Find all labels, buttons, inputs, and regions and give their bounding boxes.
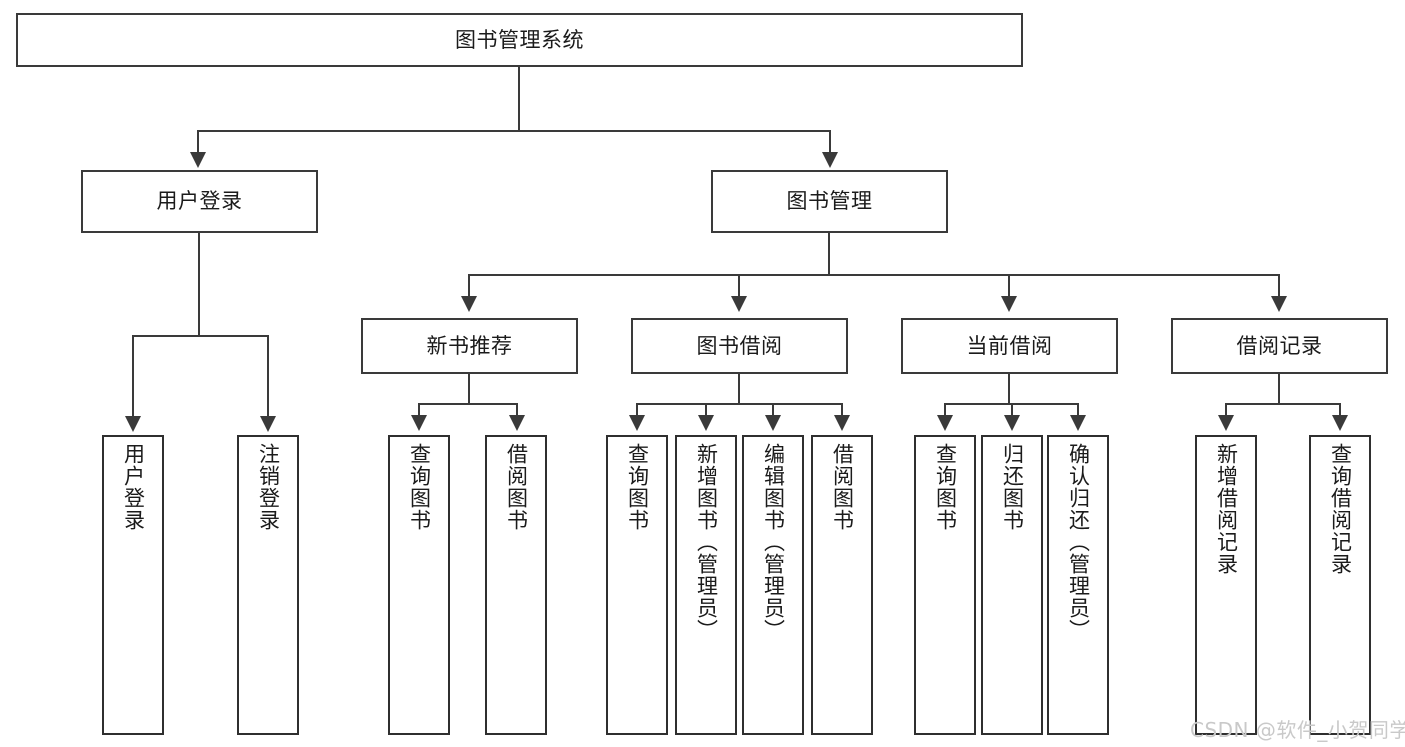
- node-label: 图书借阅: [696, 333, 783, 358]
- edge-nbr-drop-2: [516, 403, 518, 417]
- arrowhead-leaf-confirm-return: [1070, 415, 1086, 431]
- leaf-label: 借阅图书: [830, 443, 855, 531]
- edge-root-bus: [197, 130, 831, 132]
- leaf-label: 查询借阅记录: [1328, 443, 1353, 575]
- edge-root-to-book-management: [829, 130, 831, 154]
- edge-cb-drop-2: [1011, 403, 1013, 417]
- arrowhead-leaf-user-login: [125, 416, 141, 432]
- edge-nbr-drop-1: [418, 403, 420, 417]
- leaf-borrow-book[interactable]: 借阅图书: [811, 435, 873, 735]
- arrowhead-leaf-query-book-cb: [937, 415, 953, 431]
- node-label: 用户登录: [156, 189, 243, 214]
- node-label: 新书推荐: [426, 333, 513, 358]
- node-user-login[interactable]: 用户登录: [81, 170, 318, 233]
- edge-user-login-drop-1: [132, 335, 134, 418]
- node-new-book-recommend[interactable]: 新书推荐: [361, 318, 578, 374]
- leaf-edit-book-admin[interactable]: 编辑图书（管理员）: [742, 435, 804, 735]
- leaf-label: 用户登录: [121, 443, 146, 531]
- leaf-query-book-borrow[interactable]: 查询图书: [606, 435, 668, 735]
- edge-user-login-bus: [132, 335, 269, 337]
- leaf-return-book[interactable]: 归还图书: [981, 435, 1043, 735]
- edge-bm-drop-1: [468, 274, 470, 298]
- node-label: 图书管理系统: [455, 27, 584, 52]
- edge-br-drop-1: [1225, 403, 1227, 417]
- arrowhead-leaf-logout: [260, 416, 276, 432]
- leaf-query-book-current[interactable]: 查询图书: [914, 435, 976, 735]
- arrowhead-leaf-query-book-bb: [629, 415, 645, 431]
- arrowhead-book-borrow: [731, 296, 747, 312]
- edge-book-management-stem: [828, 233, 830, 275]
- leaf-label: 注销登录: [256, 443, 281, 531]
- arrowhead-leaf-add-record: [1218, 415, 1234, 431]
- edge-bb-drop-1: [636, 403, 638, 417]
- node-label: 借阅记录: [1236, 333, 1323, 358]
- node-current-borrow[interactable]: 当前借阅: [901, 318, 1118, 374]
- edge-br-stem: [1278, 374, 1280, 404]
- arrowhead-leaf-query-record: [1332, 415, 1348, 431]
- arrowhead-user-login: [190, 152, 206, 168]
- leaf-label: 新增借阅记录: [1214, 443, 1239, 575]
- node-book-borrow[interactable]: 图书借阅: [631, 318, 848, 374]
- node-label: 当前借阅: [966, 333, 1053, 358]
- arrowhead-new-book-recommend: [461, 296, 477, 312]
- leaf-label: 查询图书: [625, 443, 650, 531]
- edge-user-login-drop-2: [267, 335, 269, 418]
- leaf-user-login[interactable]: 用户登录: [102, 435, 164, 735]
- leaf-confirm-return-admin[interactable]: 确认归还（管理员）: [1047, 435, 1109, 735]
- arrowhead-leaf-borrow-book-bb: [834, 415, 850, 431]
- edge-root-to-user-login: [197, 130, 199, 154]
- leaf-label: 查询图书: [407, 443, 432, 531]
- edge-cb-drop-3: [1077, 403, 1079, 417]
- arrowhead-current-borrow: [1001, 296, 1017, 312]
- edge-cb-stem: [1008, 374, 1010, 404]
- arrowhead-leaf-query-book-nbr: [411, 415, 427, 431]
- leaf-label: 借阅图书: [504, 443, 529, 531]
- node-root-book-management-system[interactable]: 图书管理系统: [16, 13, 1023, 67]
- leaf-label: 确认归还（管理员）: [1066, 443, 1091, 641]
- leaf-query-borrow-record[interactable]: 查询借阅记录: [1309, 435, 1371, 735]
- edge-bm-drop-3: [1008, 274, 1010, 298]
- node-label: 图书管理: [786, 189, 873, 214]
- edge-bm-drop-4: [1278, 274, 1280, 298]
- edge-book-management-bus: [468, 274, 1280, 276]
- node-book-management[interactable]: 图书管理: [711, 170, 948, 233]
- edge-bb-drop-3: [772, 403, 774, 417]
- leaf-add-book-admin[interactable]: 新增图书（管理员）: [675, 435, 737, 735]
- leaf-label: 新增图书（管理员）: [694, 443, 719, 641]
- arrowhead-leaf-return-book: [1004, 415, 1020, 431]
- arrowhead-borrow-record: [1271, 296, 1287, 312]
- leaf-query-book-recommend[interactable]: 查询图书: [388, 435, 450, 735]
- edge-bb-bus: [636, 403, 843, 405]
- edge-user-login-stem: [198, 233, 200, 336]
- leaf-label: 查询图书: [933, 443, 958, 531]
- edge-bb-stem: [738, 374, 740, 404]
- edge-cb-drop-1: [944, 403, 946, 417]
- edge-bb-drop-4: [841, 403, 843, 417]
- edge-br-drop-2: [1339, 403, 1341, 417]
- edge-nbr-stem: [468, 374, 470, 404]
- edge-nbr-bus: [418, 403, 518, 405]
- leaf-logout[interactable]: 注销登录: [237, 435, 299, 735]
- arrowhead-leaf-add-book: [698, 415, 714, 431]
- arrowhead-book-management: [822, 152, 838, 168]
- csdn-watermark: CSDN @软件_小贺同学: [1190, 718, 1405, 742]
- arrowhead-leaf-borrow-book-nbr: [509, 415, 525, 431]
- edge-bm-drop-2: [738, 274, 740, 298]
- edge-root-stem: [518, 67, 520, 131]
- leaf-label: 归还图书: [1000, 443, 1025, 531]
- arrowhead-leaf-edit-book: [765, 415, 781, 431]
- leaf-borrow-book-recommend[interactable]: 借阅图书: [485, 435, 547, 735]
- edge-br-bus: [1225, 403, 1341, 405]
- edge-bb-drop-2: [705, 403, 707, 417]
- leaf-label: 编辑图书（管理员）: [761, 443, 786, 641]
- node-borrow-record[interactable]: 借阅记录: [1171, 318, 1388, 374]
- leaf-add-borrow-record[interactable]: 新增借阅记录: [1195, 435, 1257, 735]
